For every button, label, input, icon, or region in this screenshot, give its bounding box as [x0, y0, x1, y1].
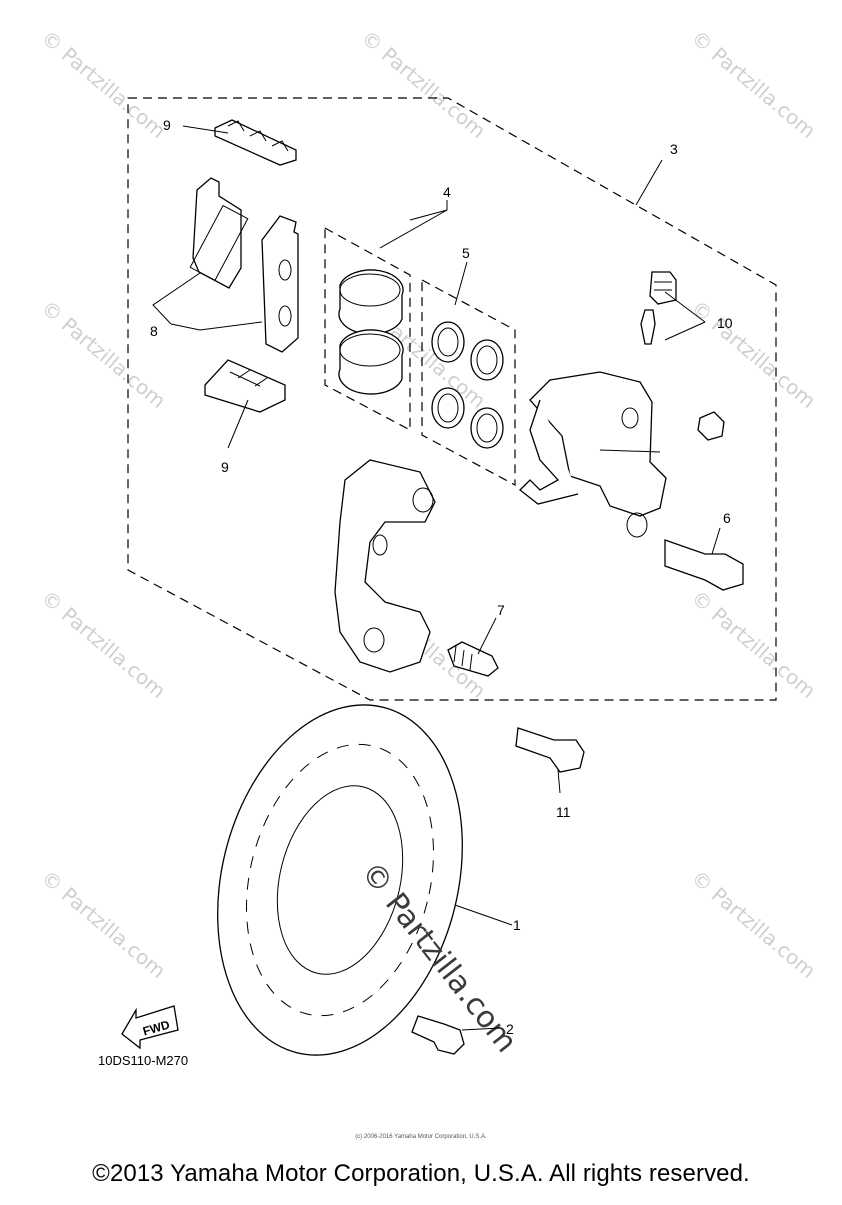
- rubber-boot: [447, 641, 499, 677]
- copyright-notice: ©2013 Yamaha Motor Corporation, U.S.A. A…: [92, 1160, 750, 1187]
- callout-9-lower: 9: [221, 459, 229, 475]
- bleed-screw: [640, 309, 656, 345]
- brake-disc: [217, 704, 463, 1056]
- brake-pad-left: [189, 177, 249, 289]
- watermark: © Partzilla.com: [687, 295, 821, 413]
- caliper-bolt-small: [697, 411, 725, 441]
- callout-1: 1: [513, 917, 521, 933]
- caliper-assembly-boundary: [127, 97, 777, 701]
- caliper-pin: [664, 539, 744, 591]
- callout-2: 2: [506, 1021, 514, 1037]
- diagram-code: 10DS110-M270: [98, 1053, 189, 1068]
- piston-kit-boundary: [324, 226, 411, 431]
- fwd-arrow-icon: FWD: [121, 1005, 179, 1050]
- watermark: © Partzilla.com: [37, 865, 171, 983]
- watermark: © Partzilla.com: [37, 295, 171, 413]
- callout-8: 8: [150, 323, 158, 339]
- bracket-bolt: [515, 727, 585, 773]
- watermark: © Partzilla.com: [357, 25, 491, 143]
- watermark: © Partzilla.com: [687, 585, 821, 703]
- callout-9-upper: 9: [163, 117, 171, 133]
- pad-spring-upper: [214, 119, 297, 166]
- callout-10: 10: [717, 315, 733, 331]
- bleed-screw-cap: [649, 271, 677, 305]
- fine-print: (c) 2006-2016 Yamaha Motor Corporation, …: [355, 1134, 487, 1140]
- callout-6: 6: [723, 510, 731, 526]
- piston-upper: [338, 269, 404, 335]
- callout-11: 11: [556, 804, 571, 820]
- caliper-bracket: [334, 459, 436, 673]
- brake-pad-right: [261, 215, 299, 353]
- leader-lines: [152, 125, 721, 1031]
- callout-4: 4: [443, 184, 451, 200]
- seal-kit-boundary: [421, 278, 516, 487]
- watermark: © Partzilla.com: [37, 25, 171, 143]
- seal-rings: [431, 321, 504, 449]
- disc-bolt: [411, 1015, 465, 1055]
- callout-3: 3: [670, 141, 678, 157]
- watermark: © Partzilla.com: [687, 865, 821, 983]
- pad-spring-lower: [204, 359, 286, 413]
- watermark: © Partzilla.com: [37, 585, 171, 703]
- callout-7: 7: [497, 602, 505, 618]
- callout-5: 5: [462, 245, 470, 261]
- watermark: © Partzilla.com: [687, 25, 821, 143]
- caliper-body: [519, 371, 667, 538]
- piston-lower: [338, 329, 404, 395]
